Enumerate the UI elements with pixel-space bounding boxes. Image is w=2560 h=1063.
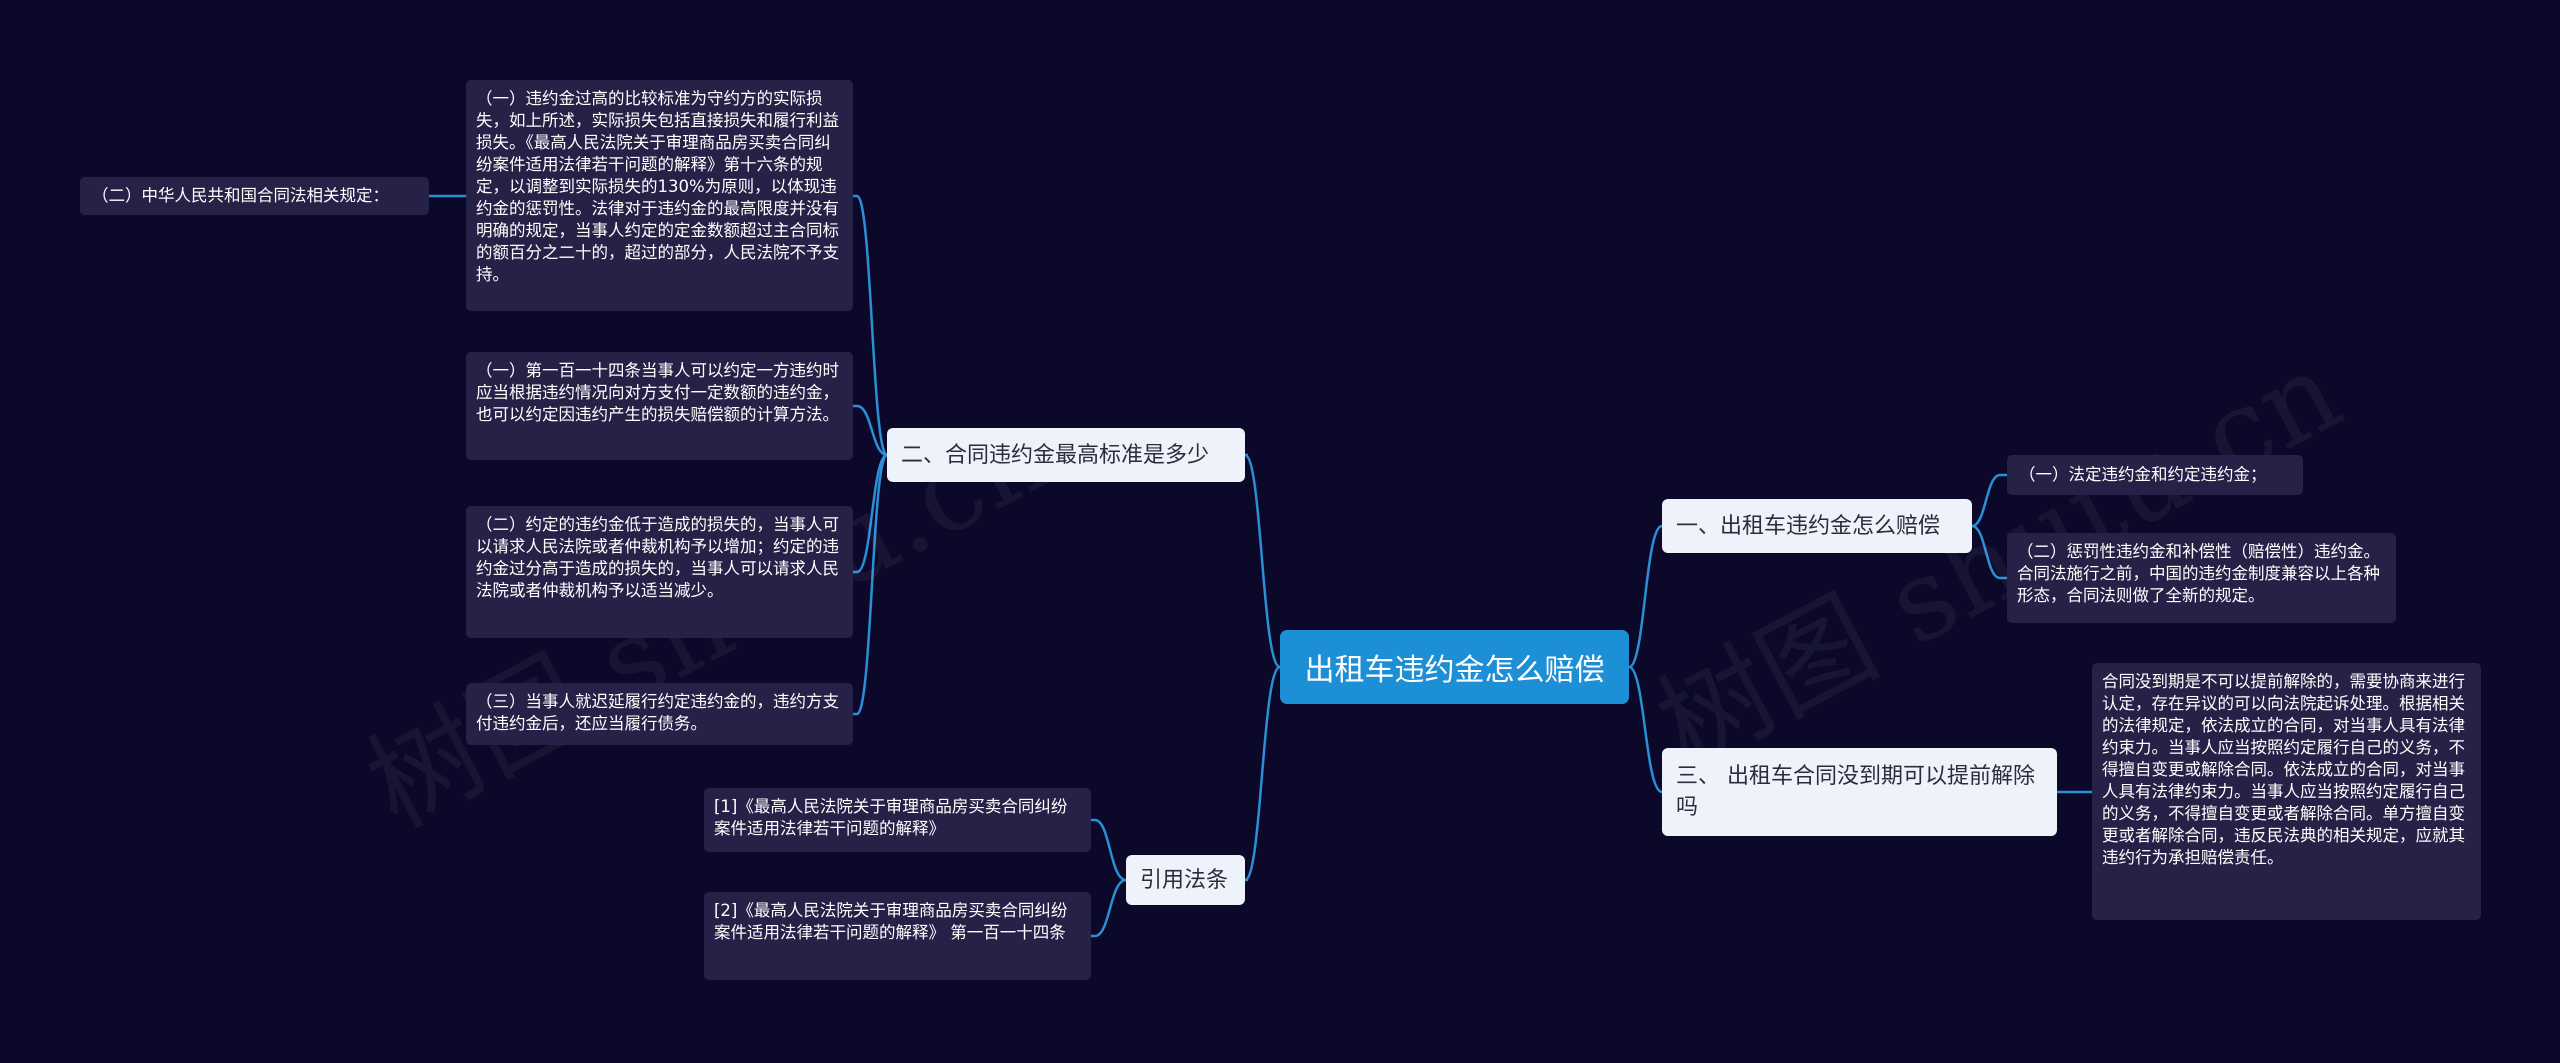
leaf-punitive-vs-compensatory[interactable]: （二）惩罚性违约金和补偿性（赔偿性）违约金。合同法施行之前，中国的违约金制度兼容… — [2007, 533, 2396, 623]
link-b1-l4 — [853, 453, 889, 716]
branch-cited-laws[interactable]: 引用法条 — [1126, 855, 1245, 905]
root-topic[interactable]: 出租车违约金怎么赔偿 — [1280, 630, 1629, 704]
leaf-early-termination-detail[interactable]: 合同没到期是不可以提前解除的，需要协商来进行认定，存在异议的可以向法院起诉处理。… — [2092, 663, 2481, 920]
leaf-excess-penalty[interactable]: （一）违约金过高的比较标准为守约方的实际损失，如上所述，实际损失包括直接损失和履… — [466, 80, 853, 311]
branch-early-termination[interactable]: 三、 出租车合同没到期可以提前解除吗 — [1662, 748, 2057, 836]
leaf-adjust-penalty[interactable]: （二）约定的违约金低于造成的损失的，当事人可以请求人民法院或者仲裁机构予以增加；… — [466, 506, 853, 638]
leaf-late-performance[interactable]: （三）当事人就迟延履行约定违约金的，违约方支付违约金后，还应当履行债务。 — [466, 683, 853, 745]
leaf-statutory-vs-agreed[interactable]: （一）法定违约金和约定违约金； — [2007, 455, 2303, 495]
leaf-article-114[interactable]: （一）第一百一十四条当事人可以约定一方违约时应当根据违约情况向对方支付一定数额的… — [466, 352, 853, 460]
leaf-citation-1[interactable]: [1]《最高人民法院关于审理商品房买卖合同纠纷案件适用法律若干问题的解释》 — [704, 788, 1091, 852]
leaf-citation-2[interactable]: [2]《最高人民法院关于审理商品房买卖合同纠纷案件适用法律若干问题的解释》 第一… — [704, 892, 1091, 980]
link-b1-l2 — [853, 404, 888, 457]
link-root-b2 — [1243, 665, 1281, 882]
branch-how-to-compensate[interactable]: 一、出租车违约金怎么赔偿 — [1662, 499, 1972, 553]
link-b1-l3 — [853, 453, 888, 574]
link-root-rb1 — [1628, 524, 1663, 669]
link-root-b1 — [1243, 453, 1281, 669]
link-rb1-l2 — [1971, 524, 2007, 580]
link-b1-l1 — [853, 194, 889, 457]
leaf-contract-law-provisions[interactable]: （二）中华人民共和国合同法相关规定： — [80, 177, 429, 215]
link-root-rb2 — [1628, 665, 1663, 794]
branch-max-standard[interactable]: 二、合同违约金最高标准是多少 — [887, 428, 1245, 482]
link-b2-l1 — [1091, 818, 1127, 882]
link-rb1-l1 — [1971, 473, 2007, 528]
link-b2-l2 — [1091, 878, 1127, 938]
